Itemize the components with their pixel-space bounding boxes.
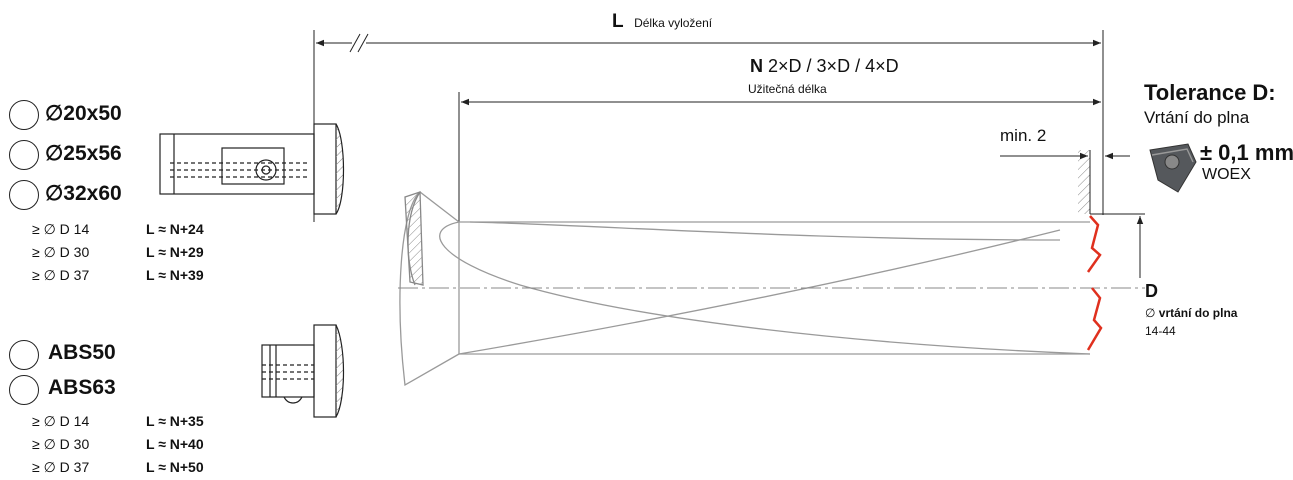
l-label: Délka vyložení (634, 16, 713, 30)
formula-row: ≥ ∅ D 37 L ≈ N+39 (32, 267, 204, 284)
option-circle[interactable] (9, 340, 39, 370)
formula-value: L ≈ N+29 (146, 244, 204, 260)
formula-value: L ≈ N+39 (146, 267, 204, 283)
tolerance-subtitle: Vrtání do plna (1144, 108, 1250, 127)
formula-value: L ≈ N+35 (146, 413, 204, 429)
drill-body (398, 191, 1145, 387)
insert-name: WOEX (1202, 166, 1251, 183)
n-dimension-line (458, 92, 1101, 222)
formula-value: L ≈ N+24 (146, 221, 204, 237)
d-label: vrtání do plna (1158, 306, 1238, 320)
option-circle[interactable] (9, 140, 39, 170)
n-symbol: N (750, 56, 763, 76)
formula-condition: ≥ ∅ D 14 (32, 221, 90, 237)
formula-value: L ≈ N+50 (146, 459, 204, 475)
formula-row: ≥ ∅ D 14 L ≈ N+24 (32, 221, 204, 238)
shank-option-abs50: ABS50 (48, 341, 116, 364)
abs-shank (261, 324, 345, 418)
tolerance-value: ± 0,1 mm (1200, 140, 1293, 165)
l-dimension-line (313, 30, 1104, 222)
d-symbol: D (1145, 281, 1158, 301)
cylindrical-shank (159, 123, 345, 215)
shank-option-25x56: ∅25x56 (45, 142, 122, 165)
min-gap-label: min. 2 (1000, 126, 1047, 145)
option-circle[interactable] (9, 375, 39, 405)
l-symbol: L (612, 11, 624, 32)
formula-condition: ≥ ∅ D 37 (32, 459, 90, 475)
shank-option-abs63: ABS63 (48, 376, 116, 399)
formula-condition: ≥ ∅ D 30 (32, 436, 90, 452)
formula-condition: ≥ ∅ D 30 (32, 244, 90, 260)
formula-row: ≥ ∅ D 14 L ≈ N+35 (32, 413, 204, 430)
cutting-edges (1086, 215, 1103, 351)
d-label-prefix: ∅ (1145, 306, 1156, 320)
option-circle[interactable] (9, 180, 39, 210)
formula-row: ≥ ∅ D 30 L ≈ N+40 (32, 436, 204, 453)
formula-condition: ≥ ∅ D 14 (32, 413, 90, 429)
d-range: 14-44 (1145, 324, 1176, 338)
option-circle[interactable] (9, 100, 39, 130)
formula-condition: ≥ ∅ D 37 (32, 267, 90, 283)
min-gap-indicator (1000, 150, 1130, 214)
d-dimension-line (1090, 213, 1145, 278)
formula-row: ≥ ∅ D 37 L ≈ N+50 (32, 459, 204, 476)
formula-value: L ≈ N+40 (146, 436, 204, 452)
n-label: Užitečná délka (748, 82, 827, 96)
shank-option-32x60: ∅32x60 (45, 182, 122, 205)
shank-option-20x50: ∅20x50 (45, 102, 122, 125)
tolerance-title: Tolerance D: (1144, 80, 1276, 105)
formula-row: ≥ ∅ D 30 L ≈ N+29 (32, 244, 204, 261)
n-value: 2×D / 3×D / 4×D (768, 56, 899, 76)
woex-insert-icon (1149, 143, 1197, 193)
